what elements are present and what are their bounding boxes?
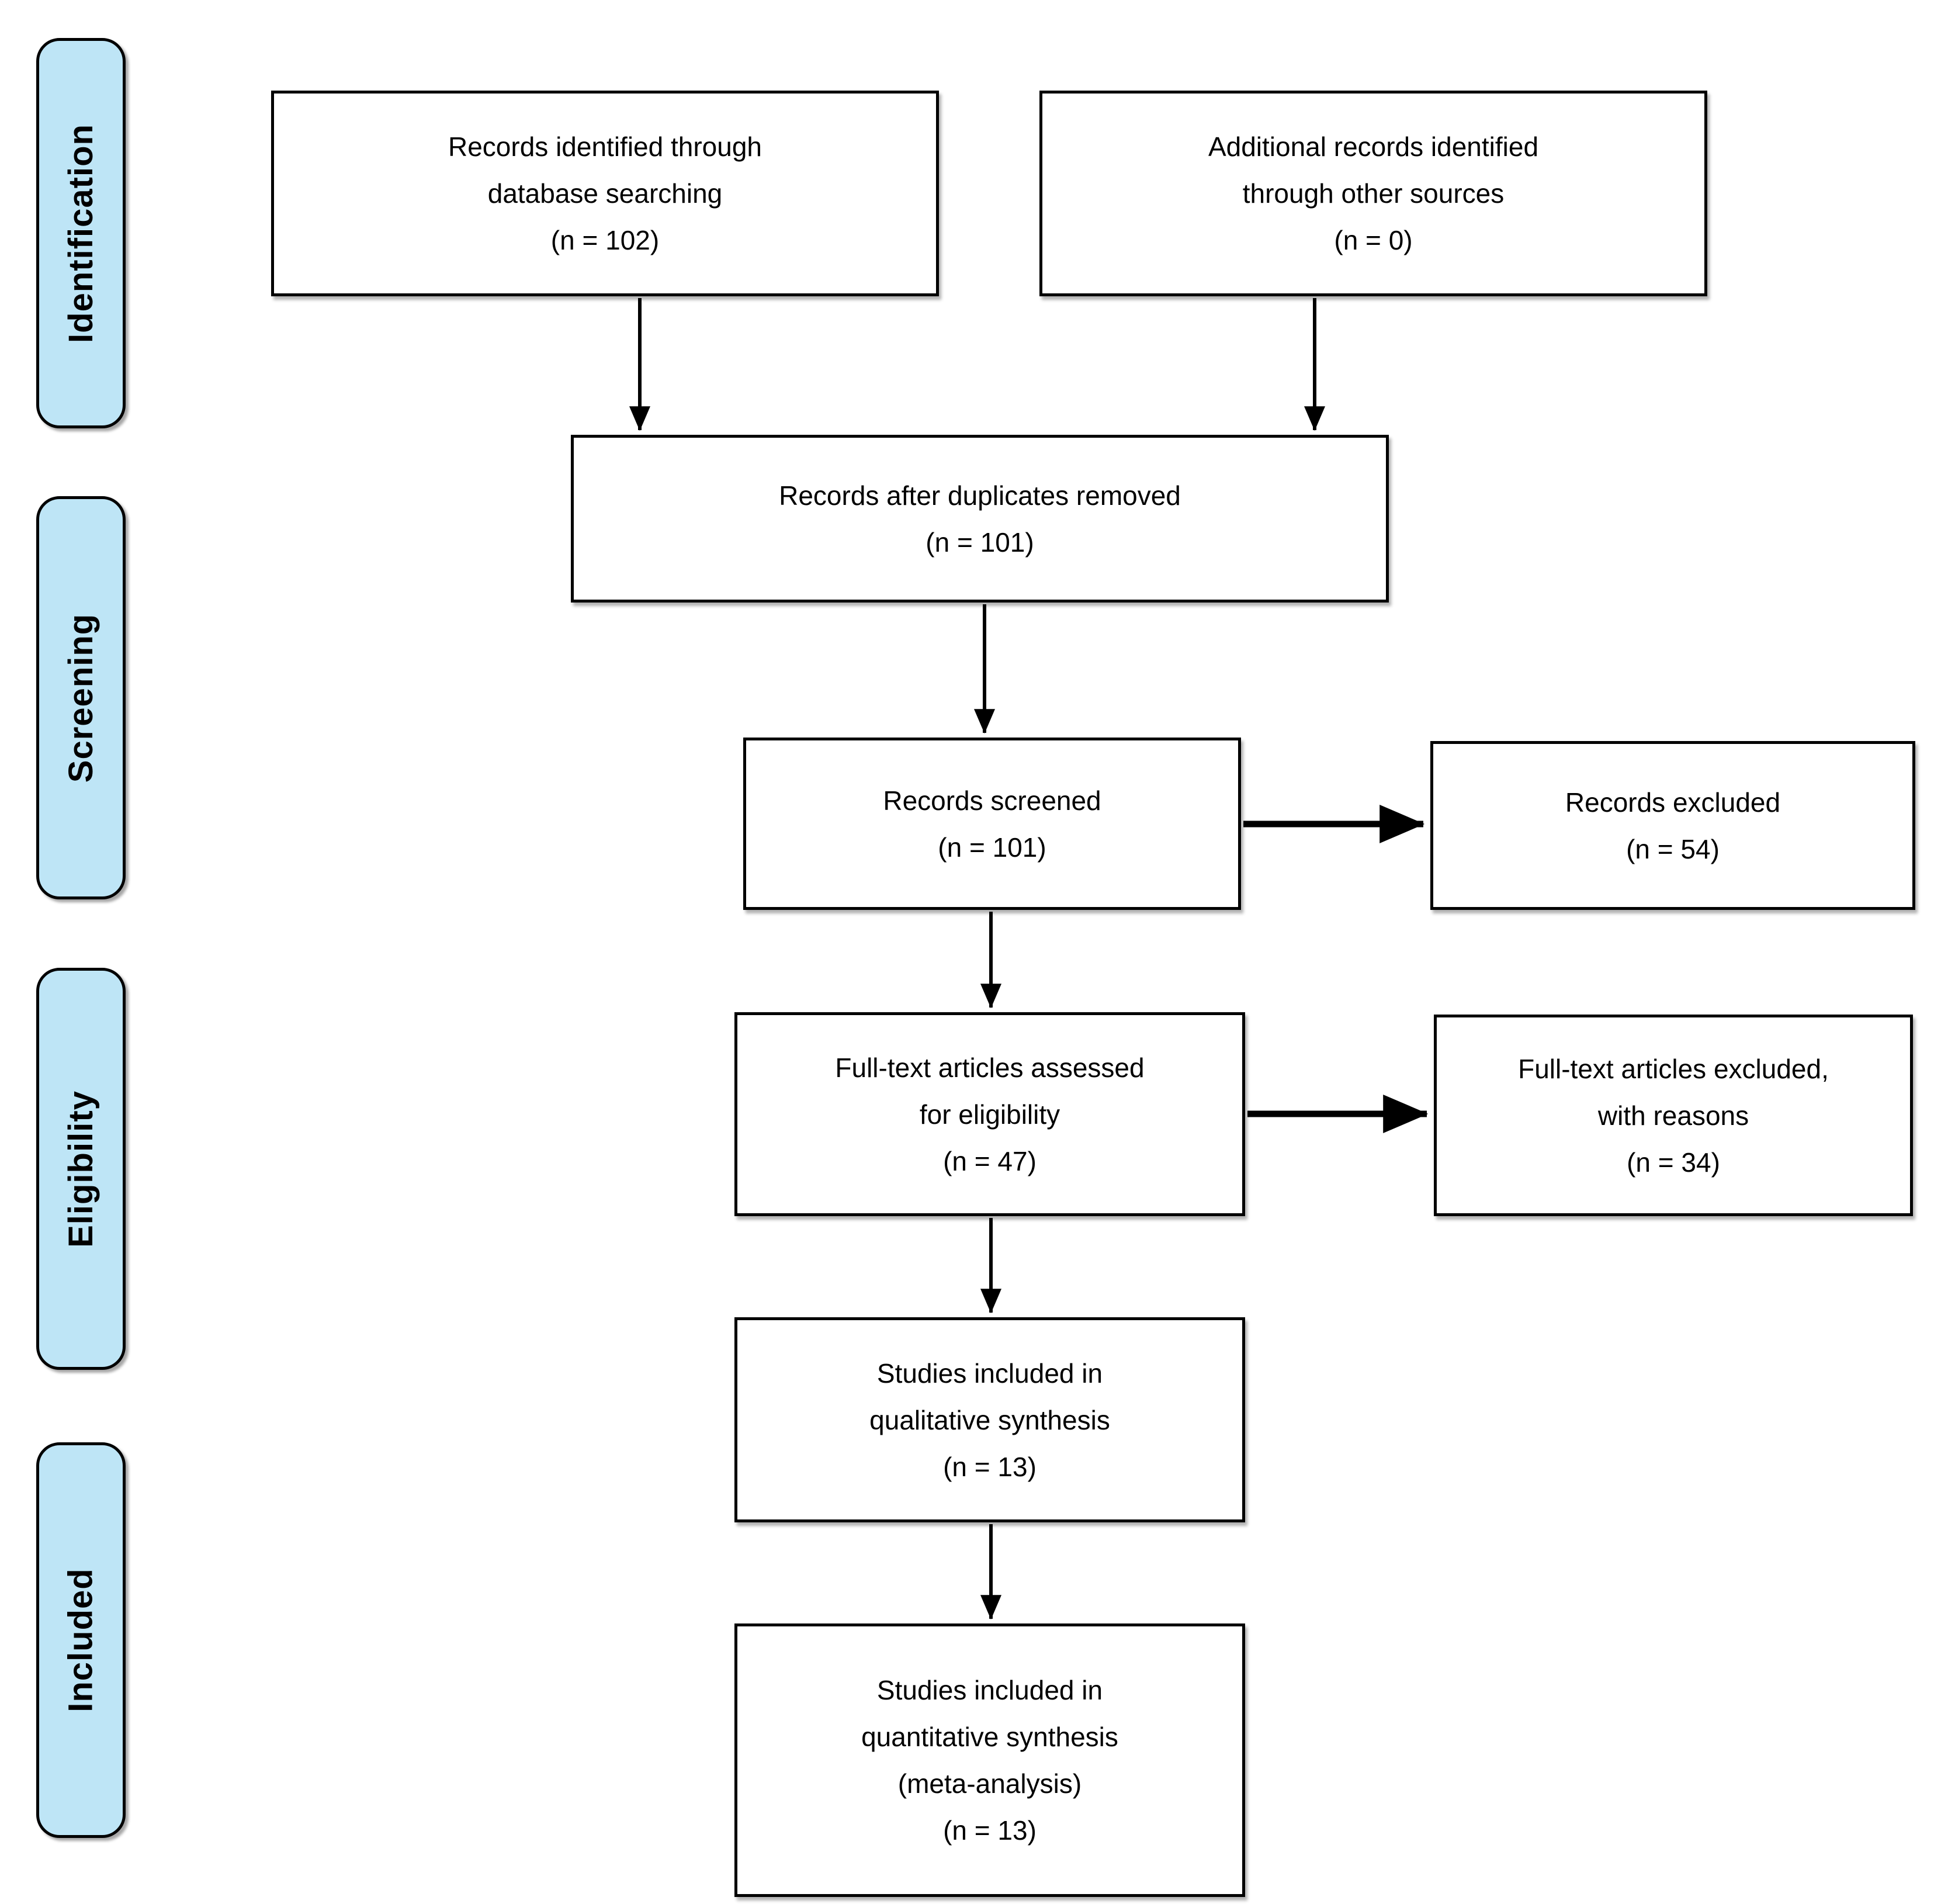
stage-tab-included: Included xyxy=(36,1442,126,1838)
box-line: qualitative synthesis xyxy=(869,1404,1110,1435)
box-line: with reasons xyxy=(1597,1100,1749,1131)
box-records-identified: Records identified through database sear… xyxy=(271,91,939,296)
box-line: Records after duplicates removed xyxy=(779,480,1181,511)
box-line: Records screened xyxy=(883,785,1101,816)
stage-tab-identification: Identification xyxy=(36,38,126,428)
box-fulltext-assessed: Full-text articles assessed for eligibil… xyxy=(734,1012,1245,1216)
box-fulltext-excluded: Full-text articles excluded, with reason… xyxy=(1434,1015,1913,1216)
box-count: (n = 54) xyxy=(1626,833,1720,864)
box-line: for eligibility xyxy=(919,1099,1060,1130)
box-line: Full-text articles assessed xyxy=(835,1052,1145,1083)
box-count: (n = 101) xyxy=(926,527,1034,558)
box-count: (n = 0) xyxy=(1334,225,1413,255)
stage-tab-label: Included xyxy=(62,1568,100,1712)
box-line: database searching xyxy=(487,178,723,209)
box-count: (n = 13) xyxy=(943,1815,1037,1846)
box-line: quantitative synthesis xyxy=(861,1722,1118,1752)
box-line: Records excluded xyxy=(1565,787,1781,818)
box-qualitative-synthesis: Studies included in qualitative synthesi… xyxy=(734,1317,1245,1522)
box-count: (n = 101) xyxy=(938,832,1046,863)
stage-tab-label: Eligibility xyxy=(62,1090,100,1248)
box-line: Additional records identified xyxy=(1208,131,1539,162)
box-line: Full-text articles excluded, xyxy=(1518,1053,1829,1084)
box-count: (n = 102) xyxy=(550,225,660,255)
stage-tab-screening: Screening xyxy=(36,496,126,899)
stage-tab-label: Identification xyxy=(62,123,100,343)
box-line: Records identified through xyxy=(448,131,762,162)
box-line: through other sources xyxy=(1242,178,1505,209)
stage-tab-label: Screening xyxy=(62,613,100,783)
box-line: Studies included in xyxy=(876,1675,1103,1705)
box-records-screened: Records screened (n = 101) xyxy=(743,738,1241,910)
box-records-excluded: Records excluded (n = 54) xyxy=(1430,741,1915,910)
box-duplicates-removed: Records after duplicates removed (n = 10… xyxy=(571,435,1389,603)
box-line: (meta-analysis) xyxy=(897,1768,1082,1799)
box-quantitative-synthesis: Studies included in quantitative synthes… xyxy=(734,1623,1245,1897)
box-count: (n = 47) xyxy=(943,1145,1037,1176)
box-line: Studies included in xyxy=(876,1358,1103,1389)
box-additional-records: Additional records identified through ot… xyxy=(1039,91,1707,296)
box-count: (n = 13) xyxy=(943,1451,1037,1482)
box-count: (n = 34) xyxy=(1627,1147,1720,1178)
stage-tab-eligibility: Eligibility xyxy=(36,968,126,1370)
